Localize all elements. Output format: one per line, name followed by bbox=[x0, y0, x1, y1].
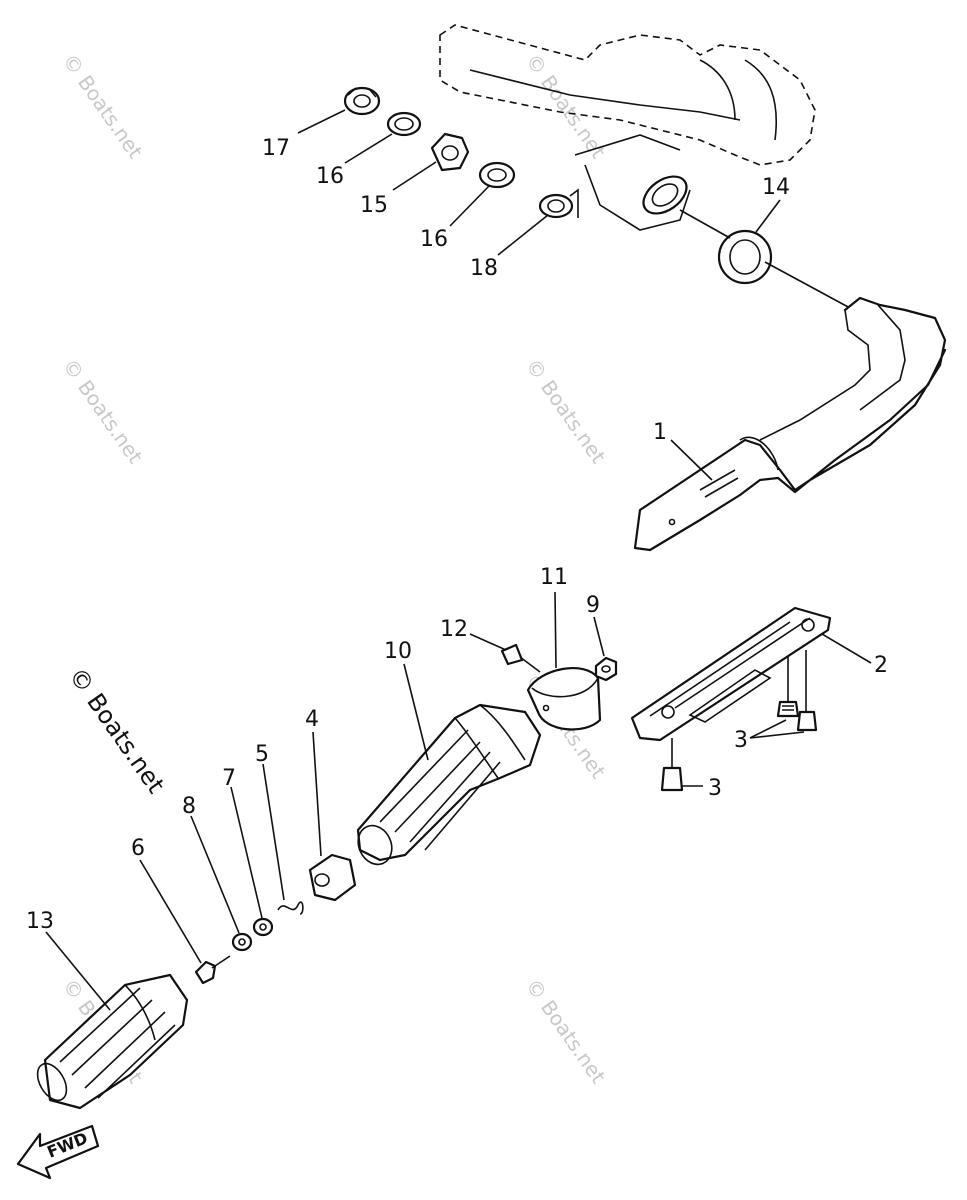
watermark-dark: © Boats.net bbox=[63, 662, 170, 798]
grip-knob-13 bbox=[36, 973, 189, 1110]
watermark: © Boats.net bbox=[58, 354, 148, 468]
washer-18 bbox=[538, 193, 574, 219]
callout-2: 2 bbox=[874, 653, 888, 678]
tiller-arm-1 bbox=[633, 296, 947, 552]
callout-15: 15 bbox=[360, 193, 388, 218]
callout-14: 14 bbox=[762, 175, 790, 200]
washer-16-lower bbox=[478, 161, 516, 189]
screw-12 bbox=[500, 643, 541, 673]
callout-labels: 17 16 15 16 18 14 1 2 3 3 11 9 12 10 4 5… bbox=[26, 136, 888, 934]
callout-3-a: 3 bbox=[734, 728, 748, 753]
axis-line bbox=[764, 261, 851, 309]
bushing-14 bbox=[717, 229, 773, 285]
callout-16-lower: 16 bbox=[420, 227, 448, 252]
callout-10: 10 bbox=[384, 639, 412, 664]
steering-bracket bbox=[439, 24, 816, 231]
nut-9 bbox=[594, 656, 618, 682]
callout-7: 7 bbox=[222, 766, 236, 791]
callout-11: 11 bbox=[540, 565, 568, 590]
band-11 bbox=[526, 667, 602, 731]
callout-5: 5 bbox=[255, 742, 269, 767]
callout-8: 8 bbox=[182, 794, 196, 819]
watermark: © Boats.net bbox=[521, 974, 611, 1088]
screw-3-c bbox=[660, 738, 684, 792]
spring-5 bbox=[277, 901, 304, 915]
watermark: © Boats.net bbox=[58, 49, 148, 163]
callout-1: 1 bbox=[653, 420, 667, 445]
screw-3-b bbox=[796, 650, 818, 732]
watermark: © Boats.net bbox=[521, 49, 611, 163]
washer-16-upper bbox=[386, 111, 422, 137]
throttle-grip-10 bbox=[356, 703, 542, 866]
friction-piece-4 bbox=[308, 853, 357, 902]
screw-3-a bbox=[776, 656, 800, 718]
axis-line bbox=[679, 209, 731, 239]
plate-15 bbox=[430, 132, 470, 172]
watermark: © Boats.net bbox=[521, 354, 611, 468]
washer-7 bbox=[252, 917, 274, 937]
bolt-6 bbox=[194, 955, 231, 985]
callout-13: 13 bbox=[26, 909, 54, 934]
callout-18: 18 bbox=[470, 256, 498, 281]
callout-17: 17 bbox=[262, 136, 290, 161]
bottom-cover-2 bbox=[630, 606, 832, 742]
watermarks: © Boats.net © Boats.net © Boats.net © Bo… bbox=[58, 49, 611, 1088]
callout-3-b: 3 bbox=[708, 776, 722, 801]
fwd-arrow: FWD bbox=[16, 1124, 100, 1180]
washer-8 bbox=[231, 932, 253, 952]
callout-12: 12 bbox=[440, 617, 468, 642]
callout-4: 4 bbox=[305, 707, 319, 732]
nut-17 bbox=[343, 86, 381, 116]
callout-9: 9 bbox=[586, 593, 600, 618]
leader-lines bbox=[45, 109, 872, 1011]
assembly-line bbox=[569, 188, 579, 218]
callout-6: 6 bbox=[131, 836, 145, 861]
callout-16-upper: 16 bbox=[316, 164, 344, 189]
